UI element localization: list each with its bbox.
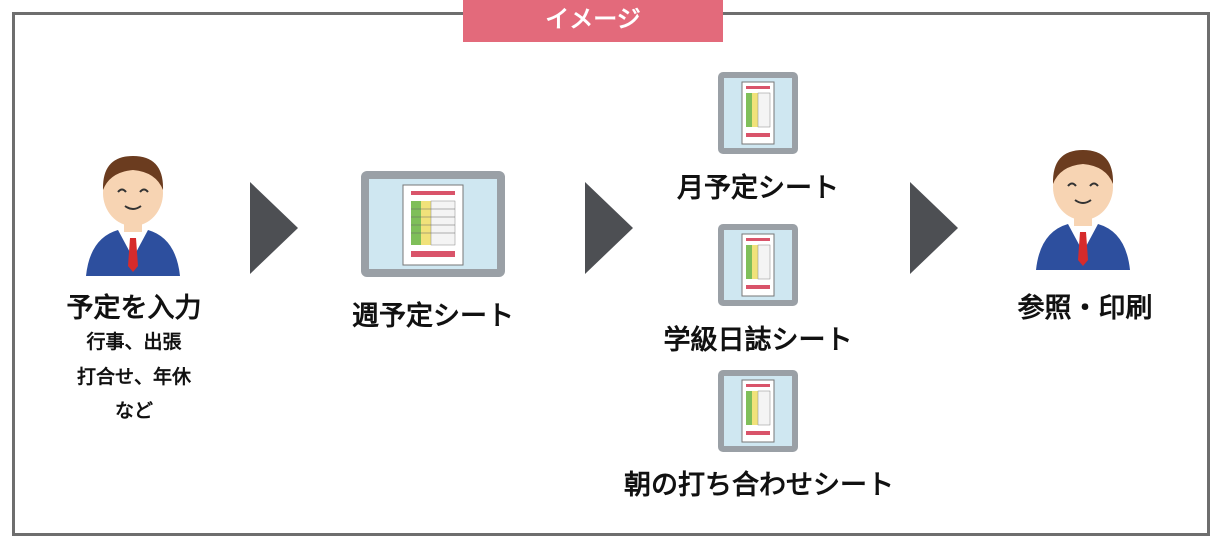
morning-meeting-sheet-label: 朝の打ち合わせシート [624,470,894,501]
arrow-icon-3 [910,182,958,274]
arrow-icon-2 [585,182,633,274]
monthly-sheet-label: 月予定シート [677,173,839,204]
morning-meeting-sheet-monitor-icon [718,370,798,452]
input-step-title: 予定を入力 [66,293,202,324]
person-icon-output [1036,150,1130,270]
arrow-icon-1 [250,182,298,274]
diagram-frame [12,12,1210,536]
weekly-sheet-monitor-icon [361,171,505,277]
input-detail-line2: 打合せ、年休 [76,366,191,388]
weekly-sheet-label: 週予定シート [352,301,514,332]
class-diary-sheet-monitor-icon [718,224,798,306]
person-icon-input [86,156,180,276]
banner-title: イメージ [545,5,641,33]
input-detail-line1: 行事、出張 [86,331,182,353]
monthly-sheet-monitor-icon [718,72,798,154]
class-diary-sheet-label: 学級日誌シート [663,325,853,356]
banner-tape [463,0,723,42]
output-step-label: 参照・印刷 [1017,293,1153,324]
input-detail-line3: など [114,400,153,422]
